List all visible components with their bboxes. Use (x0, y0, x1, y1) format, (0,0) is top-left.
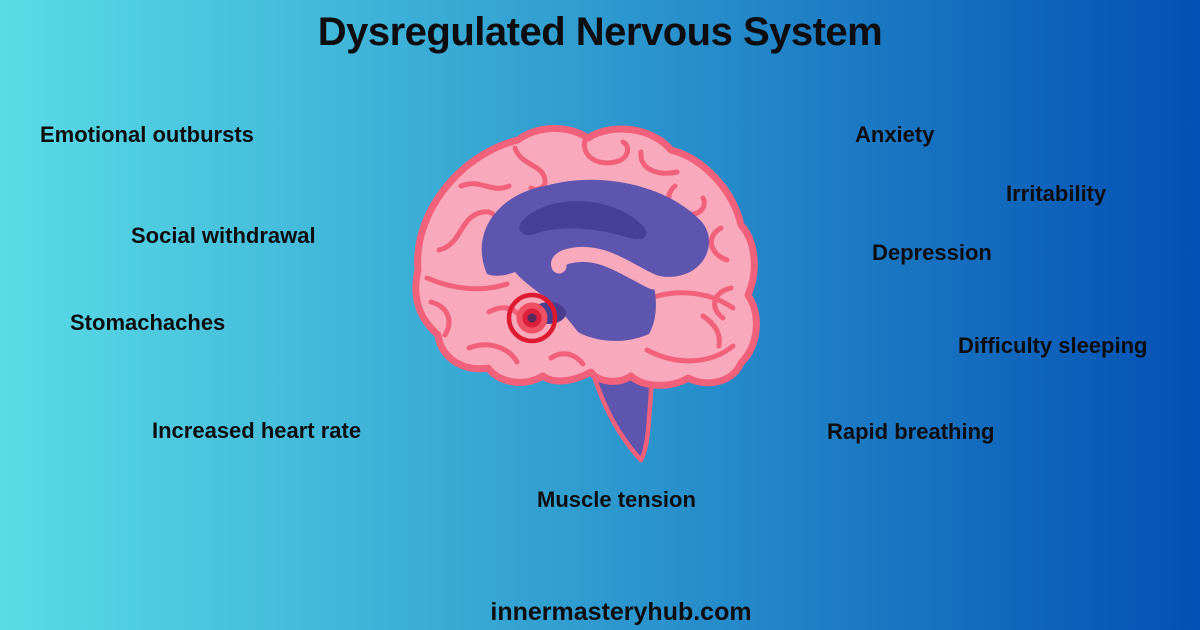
symptom-label-irritability: Irritability (1006, 181, 1107, 206)
symptom-label-emotional-outbursts: Emotional outbursts (40, 122, 254, 147)
symptom-label-depression: Depression (872, 240, 992, 265)
symptom-label-difficulty-sleeping: Difficulty sleeping (958, 333, 1148, 358)
symptom-label-social-withdrawal: Social withdrawal (131, 223, 316, 248)
symptom-label-rapid-breathing: Rapid breathing (827, 419, 995, 444)
page-title: Dysregulated Nervous System (317, 10, 883, 54)
corpus-callosum-hook (551, 246, 661, 290)
pain-target-icon (506, 292, 558, 344)
ventricle-dark-shape (519, 201, 647, 240)
symptom-label-increased-heart-rate: Increased heart rate (152, 418, 362, 443)
brain-illustration (403, 120, 773, 470)
symptom-label-stomachaches: Stomachaches (70, 310, 226, 335)
symptom-label-muscle-tension: Muscle tension (537, 487, 696, 512)
symptom-label-anxiety: Anxiety (855, 122, 935, 147)
footer-website: innermasteryhub.com (490, 598, 752, 626)
